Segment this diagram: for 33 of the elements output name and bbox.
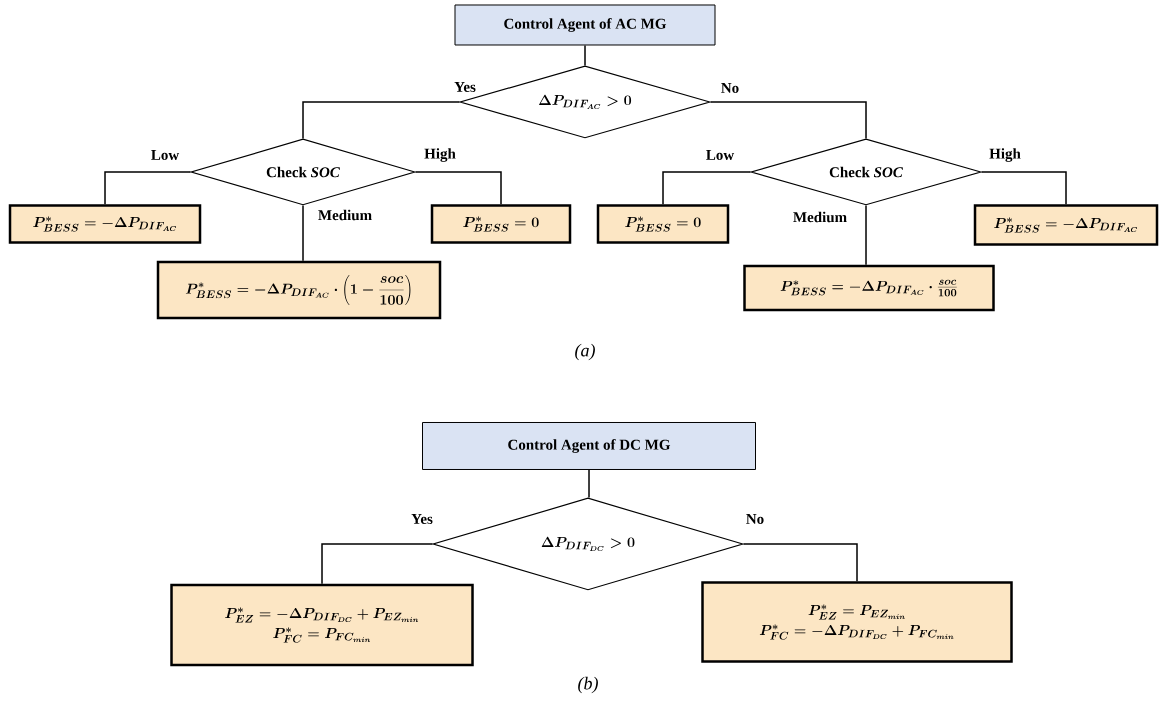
edge-label: Medium bbox=[318, 209, 372, 221]
panel-label: (b) bbox=[578, 676, 598, 694]
edge-label: No bbox=[746, 514, 764, 524]
panel-label: (a) bbox=[575, 343, 595, 361]
connector-line bbox=[662, 171, 752, 205]
connector-line bbox=[302, 204, 304, 262]
edge-label: No bbox=[721, 83, 739, 93]
edge-label: High bbox=[989, 148, 1021, 162]
edge-label: Low bbox=[706, 150, 735, 160]
connector-line bbox=[709, 101, 867, 140]
result-box: $P^{*}_{BESS} = 0$ bbox=[596, 204, 730, 244]
result-box: $P^{*}_{EZ} = -\Delta P_{DIF_{DC}} + P_{EZ_{min}}$ $P^{*}_{FC} = P_{FC_{min}}$ bbox=[170, 583, 474, 667]
connector-line bbox=[865, 204, 867, 266]
edge-label: High bbox=[424, 148, 456, 162]
result-box: $P^{*}_{BESS} = -\Delta P_{DIF_{AC}} \cdot \frac{soc}{100}$ bbox=[743, 264, 995, 312]
edge-label: Low bbox=[151, 150, 180, 160]
connector-line bbox=[584, 44, 586, 67]
connector-line bbox=[414, 171, 502, 205]
result-box: $P^{*}_{BESS} = -\Delta P_{DIF_{AC}}$ bbox=[8, 204, 202, 244]
agent-box: Control Agent of AC MG bbox=[454, 4, 716, 46]
edge-label: Yes bbox=[411, 514, 433, 524]
result-box: $P^{*}_{BESS} = -\Delta P_{DIF_{AC}}$ bbox=[973, 204, 1159, 246]
result-box: $P^{*}_{BESS} = -\Delta P_{DIF_{AC}} \cdot \left(1 - \frac{soc}{100}\right)$ bbox=[156, 260, 442, 320]
connector-line bbox=[302, 101, 461, 140]
result-box: $P^{*}_{BESS} = 0$ bbox=[430, 204, 572, 244]
result-box: $P^{*}_{EZ} = P_{EZ_{min}}$ $P^{*}_{FC} = -\Delta P_{DIF_{DC}} + P_{FC_{min}}$ bbox=[701, 581, 1013, 663]
connector-line bbox=[588, 469, 590, 499]
connector-line bbox=[980, 171, 1067, 205]
connector-line bbox=[104, 171, 192, 205]
edge-label: Medium bbox=[793, 211, 847, 223]
connector-line bbox=[321, 543, 434, 585]
connector-line bbox=[742, 543, 858, 582]
agent-box: Control Agent of DC MG bbox=[422, 422, 756, 470]
